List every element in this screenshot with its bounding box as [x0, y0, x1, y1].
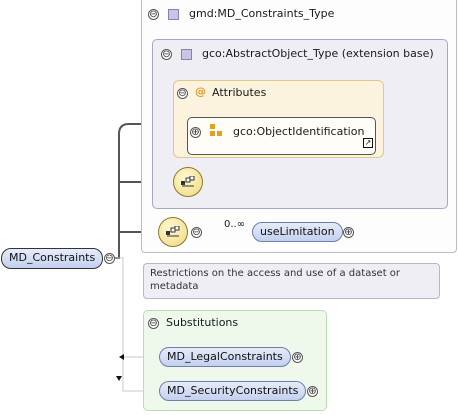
complex-type-title: gmd:MD_Constraints_Type	[189, 7, 335, 20]
extension-type-icon	[181, 49, 192, 60]
expand-security-constraints-icon[interactable]: ⊕	[307, 386, 318, 397]
attribute-group-name: gco:ObjectIdentification	[233, 125, 365, 138]
collapse-substitutions-icon[interactable]: ⊖	[148, 318, 159, 329]
substitution-arrow-1	[119, 354, 124, 360]
expand-attribute-group-icon[interactable]: ⊕	[190, 127, 201, 138]
collapse-type-icon[interactable]: ⊖	[148, 9, 159, 20]
substitution-security-constraints[interactable]: MD_SecurityConstraints	[159, 381, 307, 401]
cardinality-label: 0..∞	[224, 219, 246, 230]
attributes-title: Attributes	[212, 86, 267, 99]
collapse-extension-icon[interactable]: ⊖	[161, 49, 172, 60]
substitution-line-1	[112, 257, 160, 358]
sequence-compositor-icon[interactable]	[173, 167, 203, 197]
substitutions-title: Substitutions	[166, 316, 239, 329]
use-limitation-element[interactable]: useLimitation	[252, 222, 343, 242]
documentation-note: Restrictions on the access and use of a …	[143, 263, 440, 299]
collapse-root-icon[interactable]: ⊖	[104, 253, 115, 264]
complex-type-icon	[168, 9, 179, 20]
extension-title: gco:AbstractObject_Type (extension base)	[202, 47, 434, 60]
element-sequence-icon[interactable]	[158, 217, 188, 247]
attribute-icon: @	[195, 85, 206, 98]
collapse-sequence-icon[interactable]: ⊖	[191, 227, 202, 238]
reference-link-icon[interactable]: ↗	[363, 138, 373, 148]
expand-use-limitation-icon[interactable]: ⊕	[343, 227, 354, 238]
collapse-attributes-icon[interactable]: ⊖	[177, 88, 188, 99]
root-element[interactable]: MD_Constraints	[1, 248, 104, 269]
attribute-group-icon	[210, 124, 222, 136]
substitution-legal-constraints[interactable]: MD_LegalConstraints	[159, 347, 291, 367]
substitution-arrow-2	[116, 376, 122, 381]
expand-legal-constraints-icon[interactable]: ⊕	[292, 352, 303, 363]
root-to-attributes-line	[113, 123, 186, 259]
